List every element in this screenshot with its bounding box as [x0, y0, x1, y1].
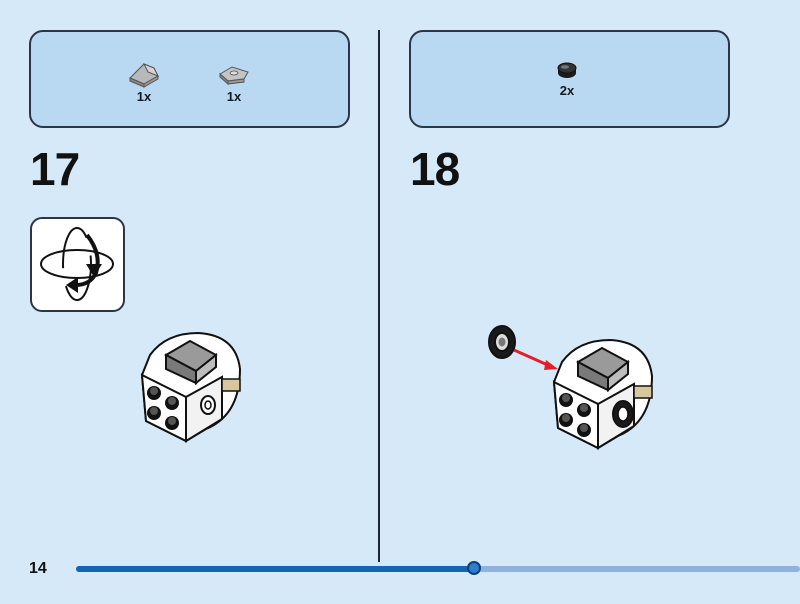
step-number-17: 17	[30, 143, 80, 195]
wedge-plate-icon	[219, 66, 249, 86]
assembly-model-18	[488, 325, 654, 450]
model-step-18	[482, 322, 662, 467]
parts-list-step-17: 1x 1x	[29, 30, 350, 128]
page-divider	[378, 30, 380, 562]
model-step-17	[136, 325, 246, 460]
round-tile-icon	[557, 62, 577, 78]
placement-arrow	[513, 348, 551, 368]
part-slope-brick: 1x	[126, 58, 162, 104]
slope-brick-icon	[129, 63, 160, 88]
part-qty: 1x	[226, 89, 242, 104]
page-number: 14	[29, 560, 47, 577]
parts-list-step-18: 2x	[409, 30, 730, 128]
round-tile-callout	[488, 325, 516, 359]
step-number-18: 18	[410, 143, 460, 195]
part-qty: 2x	[559, 83, 575, 98]
assembly-model-17	[140, 331, 242, 443]
part-qty: 1x	[136, 89, 152, 104]
rotate-model-hint	[30, 217, 125, 312]
rotate-model-icon	[40, 227, 114, 301]
progress-bar	[76, 561, 800, 575]
part-wedge-plate: 1x	[216, 62, 252, 104]
part-round-tile-black: 2x	[555, 60, 579, 98]
progress-fill	[76, 566, 475, 572]
progress-knob	[467, 561, 482, 575]
